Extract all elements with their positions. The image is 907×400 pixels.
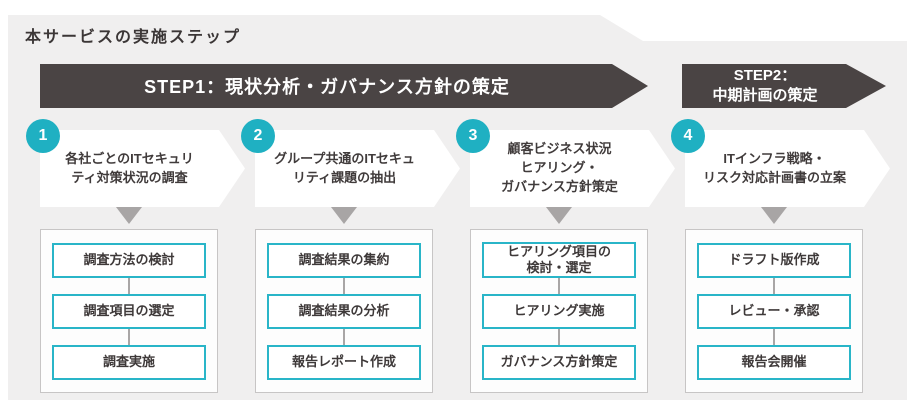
step1-number-badge: 1 [26,119,60,153]
connector-line [128,328,130,345]
task-item: 調査結果の集約 [267,242,421,278]
connector-line [773,277,775,294]
page-title: 本サービスの実施ステップ [25,29,242,46]
step2-task-group: 調査結果の集約 調査結果の分析 報告レポート作成 [255,229,433,393]
down-arrow-icon [116,207,142,224]
step3-label: 顧客ビジネス状況 ヒアリング・ ガバナンス方針策定 [501,141,618,194]
step4-number-badge: 4 [671,119,705,153]
step2-number-badge: 2 [241,119,275,153]
step1-chevron: 各社ごとのITセキュリ ティ対策状況の調査 [40,130,245,207]
step4-chevron: ITインフラ戦略・ リスク対応計画書の立案 [685,130,890,207]
connector-line [128,277,130,294]
down-arrow-icon [546,207,572,224]
task-item: 調査項目の選定 [52,293,206,329]
step2-chevron: グループ共通のITセキュ リティ課題の抽出 [255,130,460,207]
step2-banner-label: STEP2： 中期計画の策定 [712,66,818,104]
connector-line [343,328,345,345]
task-item: 報告会開催 [697,344,851,380]
down-arrow-icon [761,207,787,224]
step-column-3: 顧客ビジネス状況 ヒアリング・ ガバナンス方針策定 3 ヒアリング項目の 検討・… [456,0,675,400]
step3-chevron: 顧客ビジネス状況 ヒアリング・ ガバナンス方針策定 [470,130,675,207]
connector-line [558,328,560,345]
task-item: 調査方法の検討 [52,242,206,278]
task-item: 報告レポート作成 [267,344,421,380]
step-column-4: ITインフラ戦略・ リスク対応計画書の立案 4 ドラフト版作成 レビュー・承認 … [671,0,890,400]
connector-line [558,277,560,294]
task-item: ガバナンス方針策定 [482,344,636,380]
step1-label: 各社ごとのITセキュリ ティ対策状況の調査 [65,150,194,185]
step4-label: ITインフラ戦略・ リスク対応計画書の立案 [702,150,846,185]
step-column-1: 各社ごとのITセキュリ ティ対策状況の調査 1 調査方法の検討 調査項目の選定 … [26,0,245,400]
step2-banner: STEP2： 中期計画の策定 [682,64,886,108]
task-item: レビュー・承認 [697,293,851,329]
step3-task-group: ヒアリング項目の 検討・選定 ヒアリング実施 ガバナンス方針策定 [470,229,648,393]
step-column-2: グループ共通のITセキュ リティ課題の抽出 2 調査結果の集約 調査結果の分析 … [241,0,460,400]
task-item: 調査結果の分析 [267,293,421,329]
step4-task-group: ドラフト版作成 レビュー・承認 報告会開催 [685,229,863,393]
step1-banner: STEP1：現状分析・ガバナンス方針の策定 [40,64,648,108]
connector-line [773,328,775,345]
step1-banner-label: STEP1：現状分析・ガバナンス方針の策定 [144,77,510,97]
task-item: ヒアリング項目の 検討・選定 [482,242,636,278]
step2-label: グループ共通のITセキュ リティ課題の抽出 [274,150,415,185]
task-item: 調査実施 [52,344,206,380]
down-arrow-icon [331,207,357,224]
step1-task-group: 調査方法の検討 調査項目の選定 調査実施 [40,229,218,393]
task-item: ヒアリング実施 [482,293,636,329]
step3-number-badge: 3 [456,119,490,153]
connector-line [343,277,345,294]
task-item: ドラフト版作成 [697,242,851,278]
